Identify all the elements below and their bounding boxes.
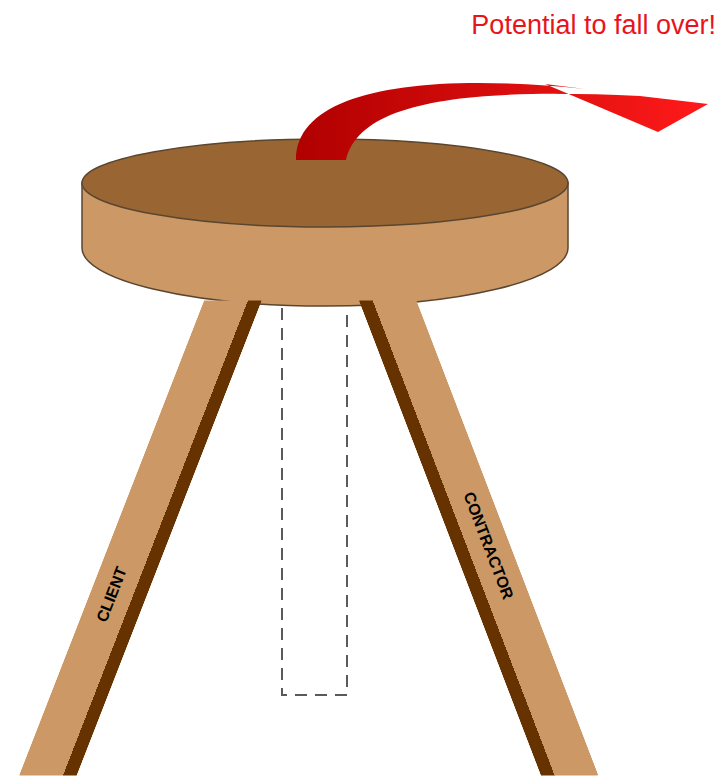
missing-leg — [282, 308, 347, 695]
tip-over-arrow — [296, 83, 708, 160]
stool-leg: CLIENT — [19, 280, 262, 781]
warning-label: Potential to fall over! — [471, 10, 716, 41]
stool-leg: CONTRACTOR — [359, 281, 599, 781]
leg-label: CLIENT — [94, 564, 130, 624]
leg-label: CONTRACTOR — [461, 489, 517, 601]
